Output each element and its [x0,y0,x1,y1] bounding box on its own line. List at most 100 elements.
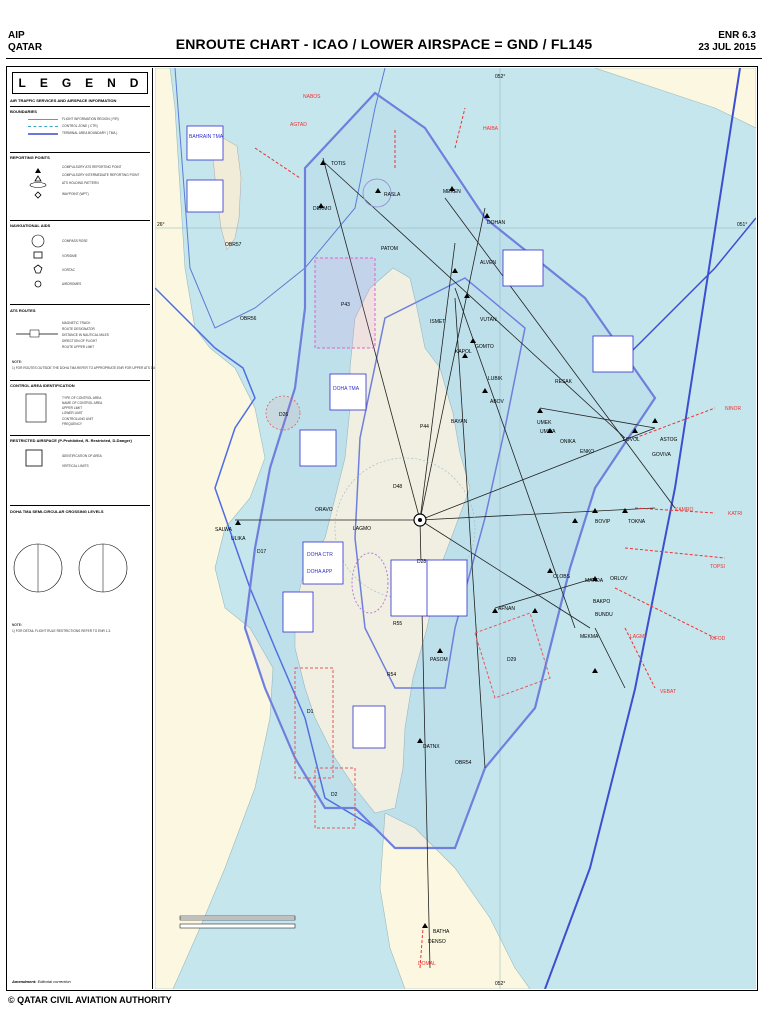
wp-label: ORLOV [610,576,628,582]
country-label: QATAR [8,42,43,53]
wp-label: KAMRO [675,507,693,513]
tma-label: DOHA CTR [307,552,333,558]
page-title: ENROUTE CHART - ICAO / LOWER AIRSPACE = … [175,36,593,52]
legend-item: CONTROL ZONE ( CTR) [62,124,98,128]
wp-label: GOMTO [475,344,494,350]
doha-vor-center [418,518,422,522]
legend-note-label: NOTE: [12,360,22,364]
airway-line [454,297,486,769]
wp-label: HAIBA [483,126,499,132]
wp-label: MEKEN [443,189,461,195]
legend-divider [10,435,150,436]
waypoint-marker [652,418,658,423]
waypoint-marker [235,520,241,525]
route-arrow [454,107,466,149]
wp-label: MARDA [585,578,604,584]
tma-info-box [282,591,314,633]
legend-item: ATS HOLDING PATTERN [62,181,99,185]
wp-label: AFNAN [498,606,515,612]
legend-title: L E G E N D [12,72,148,94]
waypoint-marker [547,568,553,573]
wp-label: TOPSI [710,564,725,570]
date-label: 23 JUL 2015 [698,42,756,53]
aerodrome-icon [34,280,42,288]
airway-line [419,207,486,521]
area-label: P44 [420,424,429,430]
wp-label: UMEK [537,420,552,426]
iran-coast [594,68,756,129]
wp-label: ALVEN [480,260,496,266]
wp-label: DATNX [423,744,440,750]
legend-panel: L E G E N D AIR TRAFFIC SERVICES AND AIR… [8,68,160,989]
tma-info-box [302,541,344,585]
doha-tma-boundary [243,91,657,850]
wp-label: LOVOL [623,437,640,443]
wp-label: KAPOL [455,349,472,355]
waypoint-marker [482,388,488,393]
wp-label: BATHA [433,929,450,935]
wp-label: NABOS [303,94,321,100]
waypoint-group [235,160,658,928]
legend-divider [10,380,150,381]
compulsory-point-icon [35,168,41,173]
area-label: OBR54 [455,760,472,766]
airway-line [419,427,656,521]
label-group: NABOS AGTAD TOTIS DEKMO RASLA PATOM DOHA… [157,74,747,987]
scale-bar-box [179,923,296,929]
copyright: © QATAR CIVIL AVIATION AUTHORITY [8,995,172,1005]
wp-label: DENSO [428,939,446,945]
aip-label: AIP [8,30,25,41]
tma-info-box [390,559,430,617]
amendment-label: Amendment: [12,979,37,984]
enroute-map: NABOS AGTAD TOTIS DEKMO RASLA PATOM DOHA… [155,68,756,989]
area-d2 [314,767,356,829]
header-left: AIP QATAR [8,30,42,54]
area-label: D1 [307,709,314,715]
wp-label: ASTOG [660,437,678,443]
wp-label: PASOM [430,657,448,663]
airway-line [322,157,421,521]
saudi-coastline [155,68,274,989]
ctr-line-sample [28,126,58,128]
area-d29 [474,612,551,699]
grid-label: 26° [157,222,165,228]
wp-label: KATRI [728,511,742,517]
legend-divider [10,220,150,221]
grid-label: 051° [737,222,747,228]
vortac-icon [33,264,43,274]
waypoint-marker [592,668,598,673]
legend-letter: E [39,76,51,90]
waypoint-marker [417,738,423,743]
amendment-text: Editorial correction [37,979,71,984]
legend-letter: N [107,76,119,90]
tma-label: BAHRAIN TMA [189,134,224,140]
route-arrow [419,927,424,969]
legend-item: IDENTIFICATION OF AREA [62,454,102,458]
legend-control-title: CONTROL AREA IDENTIFICATION [10,383,75,388]
route-arrow [614,587,716,639]
header-right: ENR 6.3 23 JUL 2015 [698,30,756,54]
waypoint-marker [572,518,578,523]
legend-letter: L [18,76,29,90]
waypoint-marker [320,160,326,165]
legend-item: DISTANCE IN NAUTICAL MILES [62,333,109,337]
chart-frame [6,66,758,991]
legend-letter: D [129,76,142,90]
waypoint-marker [622,508,628,513]
wp-label: DOMAL [418,961,436,967]
legend-item: UPPER LIMIT [62,406,83,410]
arrow-group [254,107,726,969]
legend-letter: G [61,76,75,90]
legend-note-text: 1) FOR ROUTES OUTSIDE THE DOHA TMA REFER… [12,366,160,370]
area-d26 [265,395,301,431]
wp-label: BOVIP [595,519,611,525]
doha-ctr-boundary [354,277,526,689]
route-arrow [634,407,716,439]
wp-label: NINOR [725,406,742,412]
wp-label: ENKO [580,449,594,455]
fir-boundary-east [544,68,741,989]
wp-label: ABOV [490,399,505,405]
legend-item: DIRECTION OF FLIGHT [62,339,98,343]
waypoint-marker [422,923,428,928]
waypoint-marker [547,428,553,433]
